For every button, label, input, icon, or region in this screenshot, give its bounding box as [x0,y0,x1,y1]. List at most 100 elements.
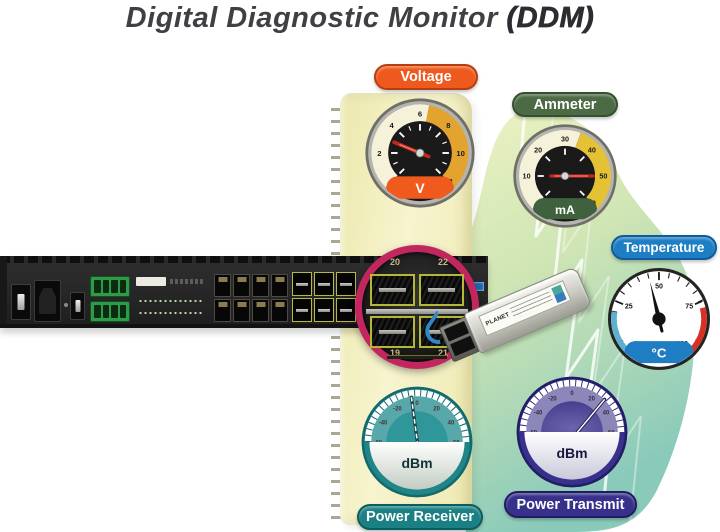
sfp-cage [419,274,464,306]
led-indicators [137,293,203,317]
ac-power-inlet [34,280,61,322]
temperature-label-text: Temperature [623,240,705,255]
transmit-lower-half [524,432,620,480]
rj45-port [214,299,231,322]
chassis-screw [64,303,68,307]
ammeter-unit: mA [555,203,575,217]
band-shape [441,109,695,532]
temperature-hot-arc [688,307,707,353]
receiver-dome [386,411,448,442]
transmit-scale-ticks [519,379,625,433]
ammeter-label-text: Ammeter [533,96,597,113]
receiver-lower-half [369,442,465,490]
power-receiver-label-pill: Power Receiver [357,504,483,530]
gauge-voltage: 0 2 4 6 8 10 12 V [365,98,475,208]
sfp-slot [292,272,312,296]
gauge-ammeter: 0 10 20 30 40 50 60 mA [513,124,617,228]
rx-tick-0: 0 [415,401,419,407]
power-transmit-label-text: Power Transmit [516,496,625,513]
device-model-text [170,279,204,284]
tx-tick-20: 20 [588,396,595,402]
terminal-block-row [90,276,130,297]
voltage-unit: V [415,180,425,196]
tx-tick-n20: -20 [548,396,557,402]
temperature-hub [652,312,666,326]
rj45-port [233,274,250,297]
voltage-tick-8: 8 [446,121,451,130]
sfp-slot [292,298,312,322]
page-title: Digital Diagnostic Monitor (DDM) [0,2,720,35]
voltage-tick-10: 10 [456,149,465,158]
rack-ear [0,256,7,328]
voltage-banner [386,176,454,199]
sfp-slot [314,272,334,296]
title-main: Digital Diagnostic Monitor [125,2,507,34]
power-rocker-switch-1 [11,284,31,320]
rj45-port [233,299,250,322]
rj45-port [252,274,269,297]
sfp-port-number-top-left: 20 [389,257,400,267]
sfp-slot [336,298,356,322]
sfp-port-number-bottom-left: 19 [389,348,400,358]
gauge-power-receiver: -60 -40 -20 0 20 40 60 dBm [361,386,473,498]
dc-terminal-blocks [90,276,130,322]
sfp-slot [336,272,356,296]
voltage-label-text: Voltage [400,69,452,85]
transmit-unit: dBm [556,445,587,461]
receiver-unit: dBm [401,455,432,471]
temperature-label-pill: Temperature [611,235,717,260]
gauge-power-transmit: -60 -40 -20 0 20 40 60 dBm [516,376,628,488]
sfp-label-tag [551,284,567,304]
ammeter-tick-30: 30 [561,135,569,144]
port-legend-strip [387,355,447,359]
rj45-port-grid [214,274,288,322]
voltage-face-ticks [391,124,449,175]
ammeter-banner [533,198,597,220]
gauge-temperature: 0 25 50 75 100 °C [607,267,711,371]
sfp-slot-grid [292,272,356,322]
rj45-port [252,299,269,322]
sfp-brand-text: PLANET [485,312,511,328]
rx-tick-n20: -20 [393,406,402,412]
sfp-label-lines [509,291,554,320]
ammeter-tick-10: 10 [523,172,531,181]
tx-tick-n40: -40 [534,411,543,417]
switch-vents [0,256,488,263]
voltage-label-pill: Voltage [374,64,478,90]
temperature-banner [624,341,694,364]
temp-tick-50: 50 [655,284,663,291]
sfp-cage [370,274,415,306]
voltage-tick-4: 4 [390,121,395,130]
tx-tick-40: 40 [603,411,610,417]
ammeter-hub [560,171,570,181]
switch-bottom-edge [0,324,488,328]
rj45-port [271,274,288,297]
terminal-block-row [90,301,130,322]
ammeter-label-pill: Ammeter [512,92,618,117]
temp-tick-75: 75 [685,304,693,311]
voltage-tick-6: 6 [418,110,422,119]
temperature-unit: °C [652,345,667,360]
rj45-port [271,299,288,322]
cage-divider [366,309,468,314]
tx-tick-0: 0 [570,391,574,397]
sfp-cage [370,316,415,348]
rx-tick-40: 40 [448,421,455,427]
transmit-dome [541,401,603,432]
temperature-cold-arc [611,311,630,353]
receiver-scale-ticks [364,389,470,443]
temp-tick-25: 25 [625,304,633,311]
voltage-tick-2: 2 [377,149,381,158]
ammeter-tick-20: 20 [534,145,542,154]
power-transmit-label-pill: Power Transmit [504,491,637,518]
title-emphasis: (DDM) [506,2,595,35]
temperature-needle [649,281,662,320]
rx-tick-n40: -40 [379,421,388,427]
sfp-port-number-bottom-right: 21 [437,348,448,358]
sfp-slot [314,298,334,322]
sfp-port-number-top-right: 22 [437,257,448,267]
ammeter-tick-40: 40 [588,145,596,154]
led-panel [134,276,208,322]
rj45-port [214,274,231,297]
